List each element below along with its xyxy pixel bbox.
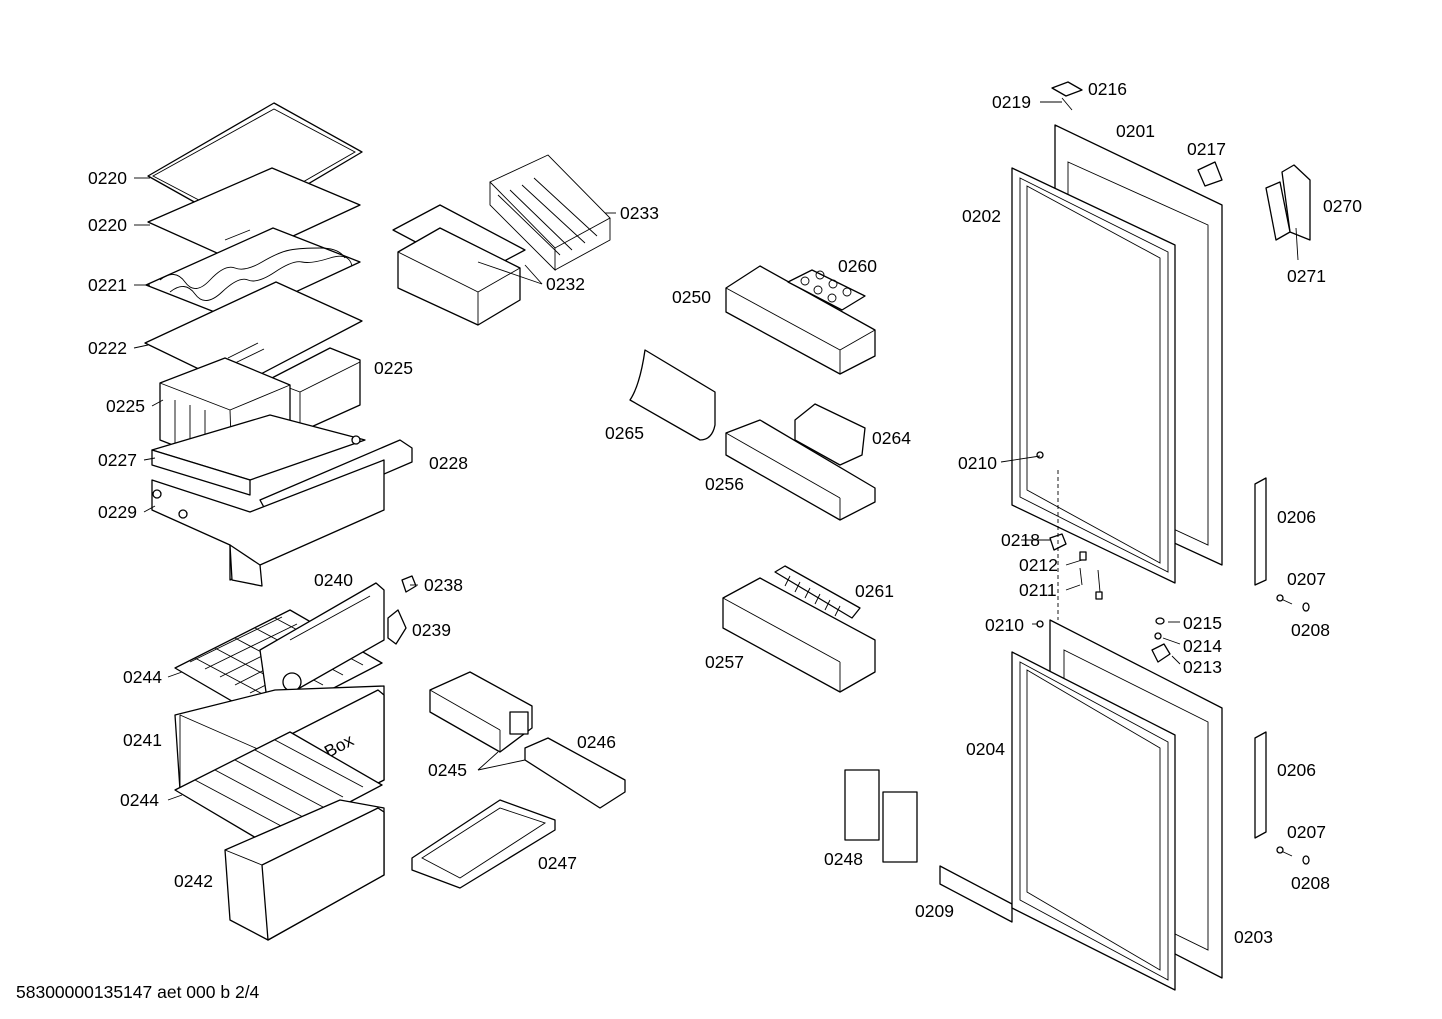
label-0206-a: 0206 [1277, 507, 1316, 527]
label-0228: 0228 [429, 453, 468, 473]
part-labels: 0220 0220 0221 0222 0225 0225 0227 0228 … [88, 79, 1362, 947]
door-rack-0256 [725, 419, 876, 521]
label-0207-a: 0207 [1287, 569, 1326, 589]
label-0240: 0240 [314, 570, 353, 590]
label-0232: 0232 [546, 274, 585, 294]
label-0238: 0238 [424, 575, 463, 595]
label-0233: 0233 [620, 203, 659, 223]
shelf-0227 [151, 414, 366, 496]
label-0208-a: 0208 [1291, 620, 1330, 640]
label-0247: 0247 [538, 853, 577, 873]
shield-0265 [629, 349, 716, 441]
brush-0261 [774, 565, 861, 619]
drawer-0242 [224, 799, 385, 941]
label-0220-a: 0220 [88, 168, 127, 188]
strip-0209 [939, 865, 1013, 923]
container-0225-right [267, 347, 361, 433]
egg-tray-0260 [787, 269, 866, 311]
label-0208-b: 0208 [1291, 873, 1330, 893]
tray-0232 [392, 204, 526, 326]
label-0239: 0239 [412, 620, 451, 640]
washer-0208-lower [1302, 855, 1310, 865]
label-0210-a: 0210 [958, 453, 997, 473]
label-0271: 0271 [1287, 266, 1326, 286]
label-0202: 0202 [962, 206, 1001, 226]
wire-rack-0233 [489, 154, 611, 272]
label-0201: 0201 [1116, 121, 1155, 141]
label-0207-b: 0207 [1287, 822, 1326, 842]
label-0242: 0242 [174, 871, 213, 891]
label-0221: 0221 [88, 275, 127, 295]
label-0214: 0214 [1183, 636, 1222, 656]
leader-lines [133, 101, 1299, 801]
handle-0206-upper [1254, 477, 1267, 586]
drawer-frame-0229 [151, 435, 385, 587]
label-0248: 0248 [824, 849, 863, 869]
handle-0206-lower [1254, 731, 1267, 839]
screw-0207-upper [1276, 594, 1293, 605]
tray-0247 [411, 799, 556, 889]
drawing-reference-footer: 58300000135147 aet 000 b 2/4 [16, 982, 260, 1002]
cap-0216 [1051, 81, 1083, 97]
label-0203: 0203 [1234, 927, 1273, 947]
hinge-0239 [387, 609, 407, 645]
label-0217: 0217 [1187, 139, 1226, 159]
label-0265: 0265 [605, 423, 644, 443]
label-0209: 0209 [915, 901, 954, 921]
label-0241: 0241 [123, 730, 162, 750]
screw-0207-lower [1276, 846, 1293, 857]
label-0212: 0212 [1019, 555, 1058, 575]
label-0218: 0218 [1001, 530, 1040, 550]
label-0227: 0227 [98, 450, 137, 470]
label-0270: 0270 [1323, 196, 1362, 216]
label-0246: 0246 [577, 732, 616, 752]
label-0250: 0250 [672, 287, 711, 307]
label-0210-b: 0210 [985, 615, 1024, 635]
cover-0271 [1265, 181, 1291, 241]
label-0219: 0219 [992, 92, 1031, 112]
butter-box-0264 [794, 403, 866, 466]
label-0216: 0216 [1088, 79, 1127, 99]
clip-0238 [401, 575, 417, 593]
hinge-parts-0213-0215 [1151, 617, 1171, 663]
label-0225-a: 0225 [106, 396, 145, 416]
label-0211: 0211 [1019, 580, 1057, 600]
label-0245: 0245 [428, 760, 467, 780]
door-rack-0257 [722, 577, 876, 693]
label-0215: 0215 [1183, 613, 1222, 633]
label-0222: 0222 [88, 338, 127, 358]
door-rack-0250 [725, 265, 876, 375]
pin-0219 [1061, 97, 1073, 111]
label-0206-b: 0206 [1277, 760, 1316, 780]
glass-shelf-0220-second [147, 167, 361, 263]
label-0225-b: 0225 [374, 358, 413, 378]
label-0204: 0204 [966, 739, 1005, 759]
bracket-0270 [1281, 164, 1311, 241]
label-0257: 0257 [705, 652, 744, 672]
label-0213: 0213 [1183, 657, 1222, 677]
ice-pack-0248 [844, 769, 918, 863]
label-0260: 0260 [838, 256, 877, 276]
hinge-parts-0211-0218 [1049, 470, 1103, 620]
gasket-0202 [1011, 167, 1176, 584]
washer-0208-upper [1302, 602, 1310, 612]
label-0256: 0256 [705, 474, 744, 494]
label-0220-b: 0220 [88, 215, 127, 235]
label-0261: 0261 [855, 581, 894, 601]
cover-0217 [1197, 161, 1223, 187]
label-0244-b: 0244 [120, 790, 159, 810]
label-0229: 0229 [98, 502, 137, 522]
box-0245 [429, 671, 533, 753]
wire-shelf-0221 [145, 227, 361, 321]
label-0264: 0264 [872, 428, 911, 448]
label-0244-a: 0244 [123, 667, 162, 687]
wire-shelf-0244-lower [174, 731, 383, 846]
gasket-0204 [1011, 651, 1176, 991]
